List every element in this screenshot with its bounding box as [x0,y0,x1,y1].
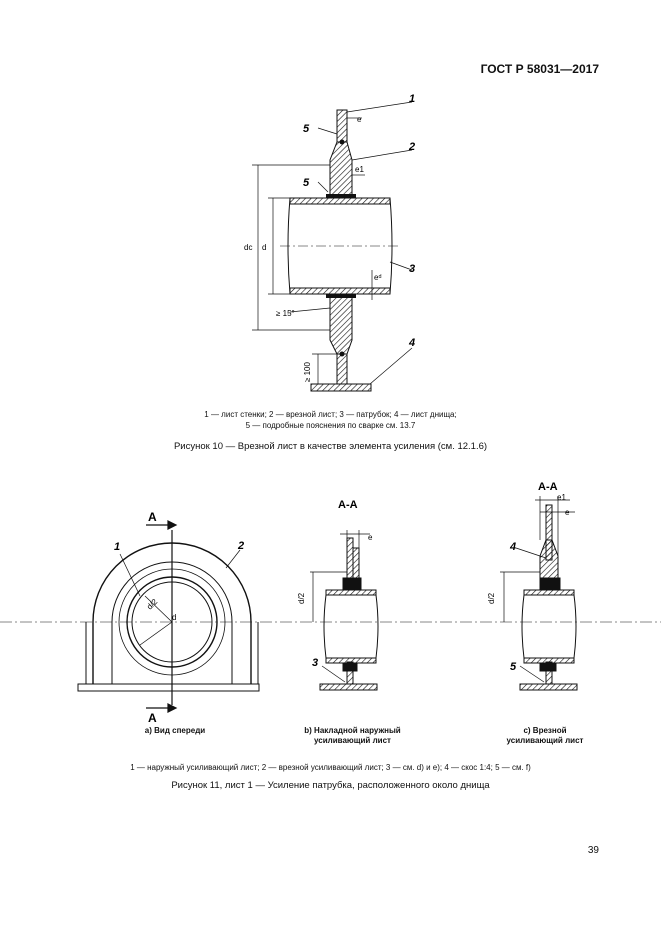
fig11-section-a-top: A [148,510,157,524]
figure-11-caption: Рисунок 11, лист 1 — Усиление патрубка, … [171,780,490,791]
fig11c-section-label: A-A [538,481,558,493]
fig10-dim-ed: eᵈ [374,273,381,282]
fig11-section-b [310,530,379,691]
fig11c-callout-4: 4 [509,541,516,553]
figure-10-legend-line-2: 5 — подробные пояснения по сварке см. 13… [245,421,416,430]
fig11-sub-c: c) Врезной усиливающий лист [490,726,600,746]
fig10-callout-5a: 5 [303,123,310,135]
fig10-dim-d: d [262,243,266,252]
fig11-sub-b-line-1: b) Накладной наружный [304,726,401,735]
fig11a-callout-2: 2 [237,540,244,552]
fig11b-callout-3: 3 [312,657,318,669]
fig10-callout-4: 4 [408,337,415,349]
figure-10-legend-line-1: 1 — лист стенки; 2 — врезной лист; 3 — п… [204,410,457,419]
fig11-section-c [500,496,578,691]
fig11c-dim-e: e [565,508,570,517]
fig10-callout-1: 1 [409,93,415,105]
fig11-section-arrows [146,520,178,713]
fig10-leaders [289,101,413,385]
fig11-front-view [0,530,661,705]
fig10-nozzle [280,197,400,295]
fig11a-dim-d: d [172,613,176,622]
fig10-callout-5b: 5 [303,177,310,189]
fig11-sub-c-line-2: усиливающий лист [506,736,584,745]
figure-11-legend: 1 — наружный усиливающий лист; 2 — врезн… [130,763,531,772]
fig11b-dim-d2: d/2 [297,592,306,604]
standard-header: ГОСТ Р 58031—2017 [480,62,599,76]
fig11a-callout-1: 1 [114,541,120,553]
fig10-dim-dc: dc [244,243,252,252]
fig11-sub-a: a) Вид спереди [144,726,206,735]
fig11-section-a-bottom: A [148,711,157,725]
fig11c-callout-5: 5 [510,661,517,673]
fig10-dim-length: ≥ 100 [303,361,312,382]
fig11-sub-b: b) Накладной наружный усиливающий лист [285,726,420,746]
fig10-callout-2: 2 [408,141,415,153]
fig10-dim-angle: ≥ 15° [276,309,295,318]
page-number: 39 [587,845,599,856]
fig10-callout-3: 3 [409,263,415,275]
fig10-dim-e: e [357,115,362,124]
fig11a-dim-d2: d/2 [145,597,160,612]
figure-10-caption: Рисунок 10 — Врезной лист в качестве эле… [173,441,488,452]
fig10-shell-plate [310,109,372,392]
fig10-dim-e1: e1 [355,165,364,174]
fig11b-section-label: A-A [338,499,358,511]
fig11-sub-b-line-2: усиливающий лист [314,736,391,745]
fig11b-dim-e: e [368,533,373,542]
fig10-dimensions [252,117,373,384]
figure-10-legend: 1 — лист стенки; 2 — врезной лист; 3 — п… [0,409,661,431]
fig11c-dim-d2: d/2 [487,592,496,604]
fig11-sub-c-line-1: c) Врезной [523,726,567,735]
fig11c-dim-e1: e1 [557,493,566,502]
